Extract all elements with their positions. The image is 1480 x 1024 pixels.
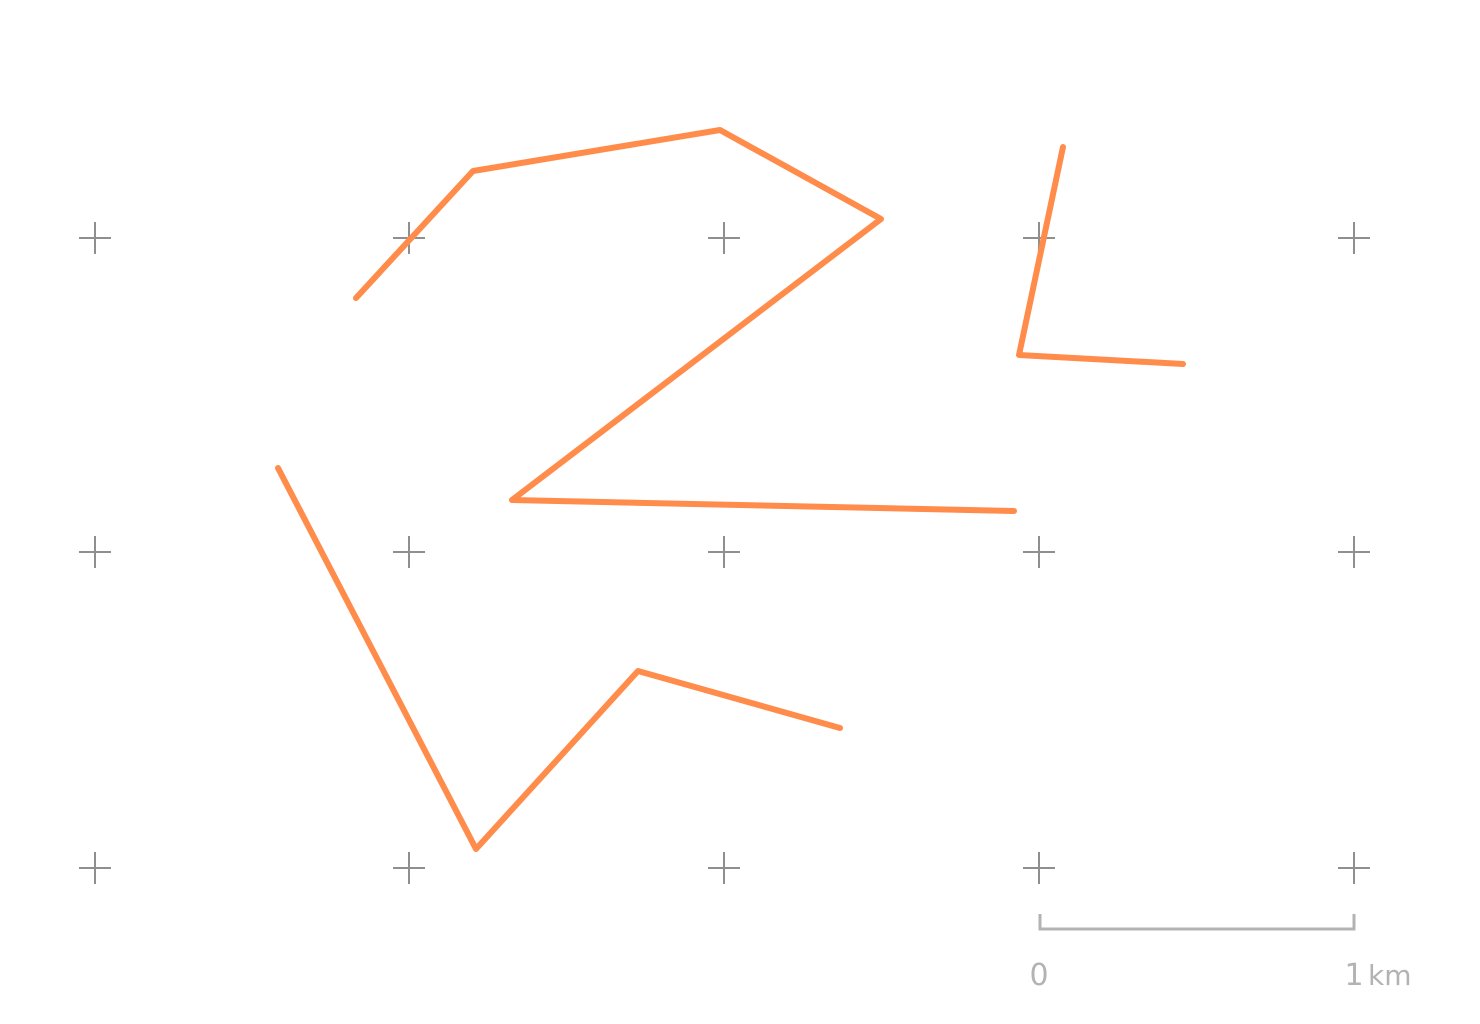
grid-mark (1338, 852, 1370, 884)
grid-mark (1023, 852, 1055, 884)
route-2 (1016, 144, 1186, 367)
grid-mark (708, 536, 740, 568)
grid-mark (393, 852, 425, 884)
route-1 (353, 127, 1017, 514)
grid-mark (708, 852, 740, 884)
scale-start-label: 0 (1029, 958, 1048, 993)
route-3 (275, 465, 843, 852)
grid-mark (708, 222, 740, 254)
scale-bar: 0 1 km (1029, 914, 1412, 993)
graticule-layer (79, 222, 1370, 884)
grid-mark (1023, 536, 1055, 568)
grid-mark (1338, 222, 1370, 254)
grid-mark (79, 222, 111, 254)
scale-end-unit: km (1368, 959, 1412, 992)
scale-bar-line (1038, 914, 1356, 931)
grid-mark (79, 536, 111, 568)
grid-mark (1338, 536, 1370, 568)
scale-end-value: 1 (1344, 958, 1363, 993)
route-layer (275, 127, 1186, 852)
grid-mark (79, 852, 111, 884)
grid-mark (393, 536, 425, 568)
